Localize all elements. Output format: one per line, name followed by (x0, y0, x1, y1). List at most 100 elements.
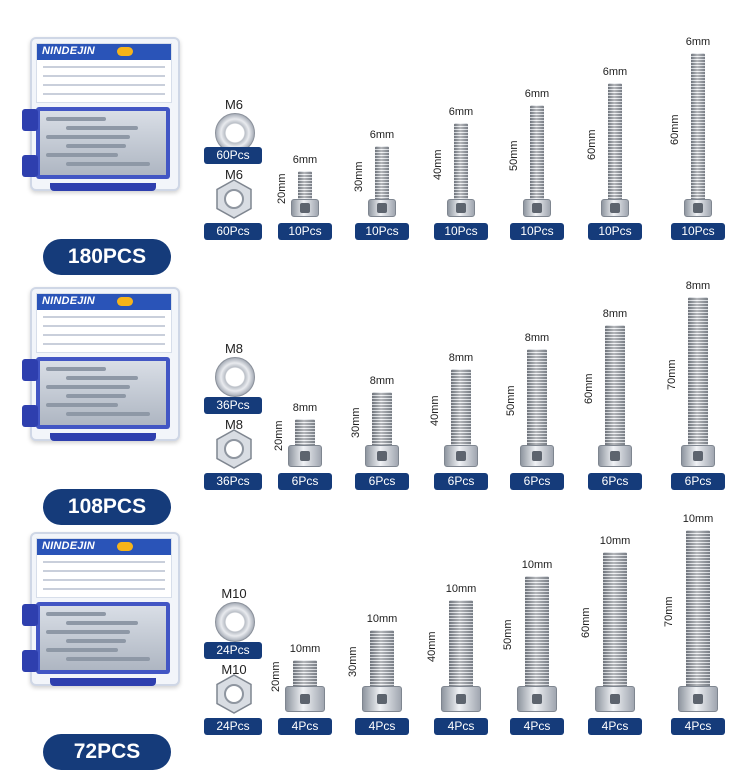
screw-count-tag: 4Pcs (278, 718, 332, 735)
washer-size-label: M8 (224, 341, 244, 356)
screw-head-icon (441, 686, 481, 712)
screw-diameter-label: 10mm (599, 535, 631, 547)
tray-compartments (40, 606, 166, 670)
screw-head-icon (365, 445, 399, 467)
latch-icon (22, 359, 38, 381)
label-line (43, 588, 165, 590)
screw-thread (603, 552, 627, 688)
screw-in-tray-icon (46, 403, 118, 407)
label-line (43, 579, 165, 581)
screw-thread (295, 419, 315, 447)
brand-logo: NINDEJIN (42, 540, 95, 552)
screw-in-tray-icon (66, 376, 138, 380)
screw-diameter-label: 10mm (366, 613, 398, 625)
screw-head-icon (447, 199, 475, 217)
flat-washer-icon (215, 113, 255, 153)
screw-diameter-label: 8mm (524, 332, 550, 344)
screw-head-icon (520, 445, 554, 467)
label-line (43, 316, 165, 318)
screw-head-icon (601, 199, 629, 217)
tray-compartments (40, 361, 166, 425)
label-line (43, 75, 165, 77)
screw-length-label: 60mm (580, 607, 592, 638)
storage-box-image: NINDEJIN (22, 532, 182, 687)
screw-in-tray-icon (46, 648, 118, 652)
socket-cap-screw (280, 660, 330, 712)
screw-in-tray-icon (66, 162, 150, 166)
tray-compartments (40, 111, 166, 175)
screw-in-tray-icon (46, 367, 106, 371)
flat-washer-icon (215, 602, 255, 642)
screw-head-icon (368, 199, 396, 217)
screw-head-icon (681, 445, 715, 467)
screw-diameter-label: 8mm (448, 352, 474, 364)
screw-length-label: 50mm (508, 140, 520, 171)
screw-count-tag: 10Pcs (434, 223, 488, 240)
screw-head-icon (684, 199, 712, 217)
screw-thread (449, 600, 473, 688)
socket-cap-screw (436, 123, 486, 217)
brand-bar: NINDEJIN (37, 44, 171, 60)
screw-length-label: 70mm (666, 359, 678, 390)
storage-box-image: NINDEJIN (22, 37, 182, 192)
kit-quantity-badge: 180PCS (43, 239, 171, 275)
label-line (43, 561, 165, 563)
screw-count-tag: 10Pcs (278, 223, 332, 240)
screw-length-label: 20mm (270, 661, 282, 692)
socket-cap-screw (357, 630, 407, 712)
screw-in-tray-icon (46, 385, 130, 389)
screw-head-icon (678, 686, 718, 712)
screw-thread (372, 392, 392, 447)
screw-thread (293, 660, 317, 688)
screw-count-tag: 6Pcs (588, 473, 642, 490)
screw-thread (454, 123, 468, 201)
screw-in-tray-icon (66, 126, 138, 130)
screw-thread (375, 146, 389, 201)
screw-length-label: 50mm (502, 619, 514, 650)
brand-tag-icon (117, 542, 133, 551)
screw-in-tray-icon (66, 621, 138, 625)
nut-size-label: M10 (221, 662, 247, 677)
screw-thread (688, 297, 708, 447)
screw-in-tray-icon (46, 117, 106, 121)
flat-washer-icon (215, 357, 255, 397)
brand-logo: NINDEJIN (42, 295, 95, 307)
socket-cap-screw (673, 297, 723, 467)
screw-count-tag: 4Pcs (671, 718, 725, 735)
storage-box-image: NINDEJIN (22, 287, 182, 442)
screw-count-tag: 4Pcs (588, 718, 642, 735)
screw-in-tray-icon (46, 612, 106, 616)
screw-count-tag: 4Pcs (434, 718, 488, 735)
screw-count-tag: 6Pcs (278, 473, 332, 490)
socket-cap-screw (512, 349, 562, 467)
screw-length-label: 40mm (432, 149, 444, 180)
washer-size-label: M10 (221, 586, 247, 601)
screw-count-tag: 10Pcs (671, 223, 725, 240)
screw-diameter-label: 6mm (602, 66, 628, 78)
box-tray (36, 602, 170, 674)
latch-icon (22, 109, 38, 131)
box-tray (36, 357, 170, 429)
kit-quantity-badge: 72PCS (43, 734, 171, 770)
socket-cap-screw (436, 369, 486, 467)
socket-cap-screw (280, 171, 330, 217)
screw-thread (608, 83, 622, 201)
screw-diameter-label: 8mm (685, 280, 711, 292)
box-label: NINDEJIN (36, 538, 172, 598)
screw-in-tray-icon (66, 412, 150, 416)
screw-diameter-label: 6mm (685, 36, 711, 48)
screw-length-label: 70mm (663, 596, 675, 627)
screw-length-label: 30mm (350, 406, 362, 438)
kit-quantity-badge: 108PCS (43, 489, 171, 525)
screw-diameter-label: 10mm (682, 513, 714, 525)
screw-thread (451, 369, 471, 447)
latch-icon (22, 650, 38, 672)
screw-length-label: 30mm (353, 160, 365, 192)
screw-in-tray-icon (66, 657, 150, 661)
screw-thread (527, 349, 547, 447)
latch-icon (22, 155, 38, 177)
brand-bar: NINDEJIN (37, 294, 171, 310)
screw-length-label: 60mm (586, 129, 598, 160)
hex-nut-icon (213, 178, 255, 220)
